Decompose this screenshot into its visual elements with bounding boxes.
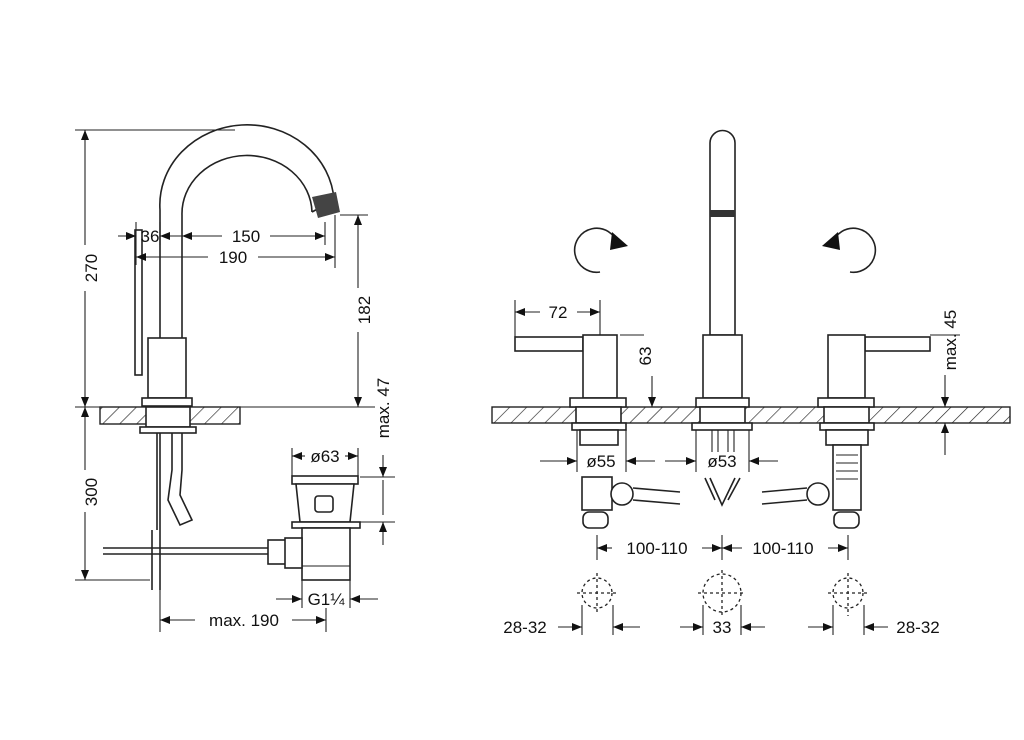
- lever: [134, 229, 143, 376]
- center-spout: [709, 129, 736, 336]
- dim-150: 150: [232, 227, 260, 246]
- dim-max-47: max. 47: [374, 378, 393, 438]
- dim-spout-53: ø53: [707, 452, 736, 471]
- rotate-counterclockwise-icon: [822, 227, 877, 274]
- dim-spacing-right: 100-110: [752, 539, 813, 558]
- dim-max-45: max. 45: [941, 310, 960, 370]
- single-lever-faucet-side-view: 270 300 36 150 190 182 max. 47 ø63 G1¼ m…: [75, 124, 395, 632]
- dim-valve-55: ø55: [586, 452, 615, 471]
- drain-valve: [284, 475, 361, 581]
- dim-spacing-left: 100-110: [626, 539, 687, 558]
- dim-drain-63: ø63: [310, 447, 339, 466]
- mounting-holes: [577, 570, 868, 616]
- dim-270: 270: [82, 254, 101, 282]
- left-valve: [514, 334, 681, 529]
- dim-72: 72: [549, 303, 568, 322]
- right-valve: [761, 334, 931, 529]
- faucet-body: [147, 337, 187, 399]
- dim-hole-center: 33: [713, 618, 732, 637]
- dim-hole-right: 28-32: [896, 618, 939, 637]
- dim-190: 190: [219, 248, 247, 267]
- dim-hole-left: 28-32: [503, 618, 546, 637]
- countertop-right: [491, 406, 1011, 424]
- dim-63: 63: [636, 347, 655, 366]
- three-hole-faucet-front-view: 72 63 max. 45 ø55 ø53 100-110 100-110 28…: [491, 129, 1011, 637]
- dim-300: 300: [82, 478, 101, 506]
- dim-g1-1-4: G1¼: [308, 590, 346, 609]
- rotate-clockwise-icon: [573, 227, 628, 274]
- dim-36: 36: [141, 227, 160, 246]
- dim-max-190: max. 190: [209, 611, 279, 630]
- dim-182: 182: [355, 296, 374, 324]
